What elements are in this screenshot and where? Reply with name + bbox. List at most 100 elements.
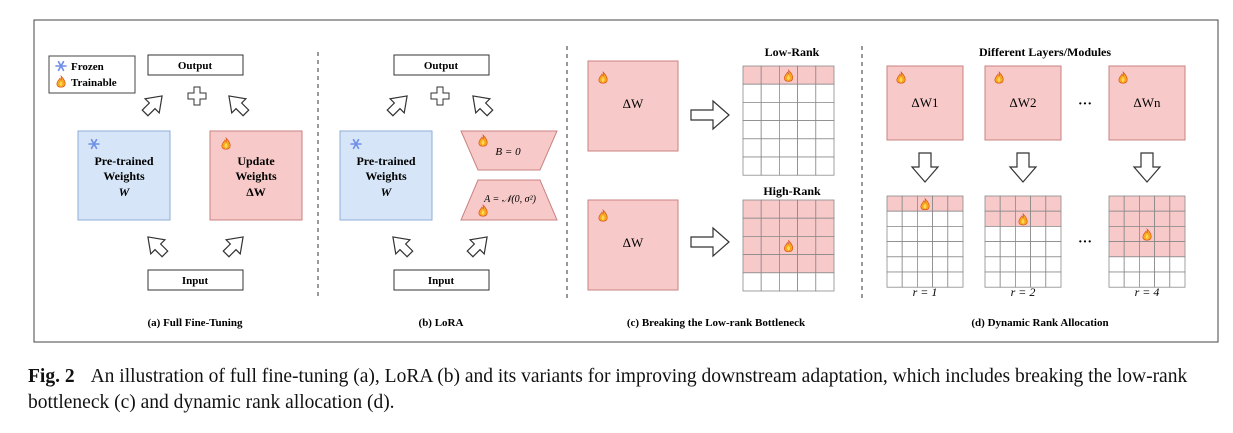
grid-cell <box>984 225 1001 242</box>
grid-cell <box>1169 225 1186 242</box>
grid-cell <box>779 272 799 292</box>
grid-cell <box>815 65 835 85</box>
rank-label-2: r = 2 <box>1011 285 1036 299</box>
arrow-up-right-icon <box>222 236 244 258</box>
plus-icon <box>430 86 450 106</box>
delta-w-label: ΔW <box>623 235 644 250</box>
grid-cell <box>815 102 835 122</box>
grid-cell <box>1045 195 1062 212</box>
grid-cell <box>917 256 934 273</box>
grid-cell <box>815 156 835 176</box>
grid-cell <box>779 120 799 140</box>
grid-cell <box>1169 241 1186 258</box>
grid-cell <box>999 210 1016 227</box>
grid-cell <box>1139 256 1156 273</box>
grid-cell <box>1030 256 1047 273</box>
grid-cell <box>815 254 835 274</box>
panel-a: Frozen Trainable Output Pre-trained Weig… <box>48 54 303 329</box>
grid-cell <box>1154 225 1171 242</box>
grid-cell <box>999 241 1016 258</box>
grid-cell <box>815 217 835 237</box>
grid-cell <box>947 225 964 242</box>
pretrained-line3: W <box>119 185 131 199</box>
grid-cell <box>1108 225 1125 242</box>
pretrained-line3: W <box>381 185 393 199</box>
grid-cell <box>1108 210 1125 227</box>
grid-cell <box>932 256 949 273</box>
high-rank-title: High-Rank <box>763 184 821 198</box>
caption-d: (d) Dynamic Rank Allocation <box>971 317 1108 329</box>
grid-cell <box>760 235 780 255</box>
rank-4-grid <box>1108 195 1186 288</box>
grid-cell <box>797 102 817 122</box>
grid-cell <box>760 138 780 158</box>
grid-cell <box>917 241 934 258</box>
grid-cell <box>1154 241 1171 258</box>
output-box <box>393 54 490 76</box>
panel-d: Different Layers/Modules ΔW1 ΔW2 ··· ΔWn… <box>886 45 1186 329</box>
grid-cell <box>901 210 918 227</box>
rank-1-grid <box>886 195 964 288</box>
grid-cell <box>797 235 817 255</box>
grid-cell <box>1030 195 1047 212</box>
output-box <box>147 54 244 76</box>
caption-c: (c) Breaking the Low-rank Bottleneck <box>627 317 806 329</box>
grid-cell <box>947 241 964 258</box>
grid-cell <box>1169 210 1186 227</box>
grid-cell <box>1015 195 1032 212</box>
grid-cell <box>815 83 835 103</box>
grid-cell <box>797 217 817 237</box>
plus-icon <box>187 86 207 106</box>
grid-cell <box>1108 271 1125 288</box>
arrow-down-icon <box>1132 152 1162 183</box>
arrow-up-left-icon <box>392 236 414 258</box>
update-line3: ΔW <box>246 185 266 199</box>
grid-cell <box>999 225 1016 242</box>
grid-cell <box>779 83 799 103</box>
pretrained-line2: Weights <box>365 169 407 183</box>
grid-cell <box>1154 210 1171 227</box>
delta-w2-label: ΔW2 <box>1009 95 1036 110</box>
arrow-up-right-icon <box>386 95 408 117</box>
low-rank-title: Low-Rank <box>765 45 820 59</box>
grid-cell <box>1108 195 1125 212</box>
grid-cell <box>1015 256 1032 273</box>
grid-cell <box>1154 195 1171 212</box>
grid-cell <box>1108 256 1125 273</box>
legend-trainable: Trainable <box>71 77 117 89</box>
grid-cell <box>815 120 835 140</box>
lora-a-label: A = 𝒩(0, σ²) <box>483 194 537 205</box>
grid-cell <box>742 217 762 237</box>
grid-cell <box>1045 271 1062 288</box>
grid-cell <box>742 235 762 255</box>
grid-cell <box>901 256 918 273</box>
grid-cell <box>797 65 817 85</box>
grid-cell <box>917 210 934 227</box>
grid-cell <box>797 138 817 158</box>
grid-cell <box>886 241 903 258</box>
grid-cell <box>779 138 799 158</box>
legend-frozen: Frozen <box>71 61 104 73</box>
grid-cell <box>947 256 964 273</box>
grid-cell <box>1169 195 1186 212</box>
grid-cell <box>886 210 903 227</box>
grid-cell <box>1123 225 1140 242</box>
grid-cell <box>984 271 1001 288</box>
arrow-up-right-icon <box>466 236 488 258</box>
grid-cell <box>1045 225 1062 242</box>
grid-cell <box>886 195 903 212</box>
grid-cell <box>901 195 918 212</box>
grid-cell <box>886 271 903 288</box>
grid-cell <box>760 272 780 292</box>
arrow-right-icon <box>690 226 730 258</box>
grid-cell <box>932 241 949 258</box>
arrow-right-icon <box>690 99 730 131</box>
grid-cell <box>1045 241 1062 258</box>
grid-cell <box>1123 241 1140 258</box>
grid-cell <box>984 195 1001 212</box>
grid-cell <box>760 217 780 237</box>
pretrained-line2: Weights <box>103 169 145 183</box>
input-box <box>147 269 244 291</box>
